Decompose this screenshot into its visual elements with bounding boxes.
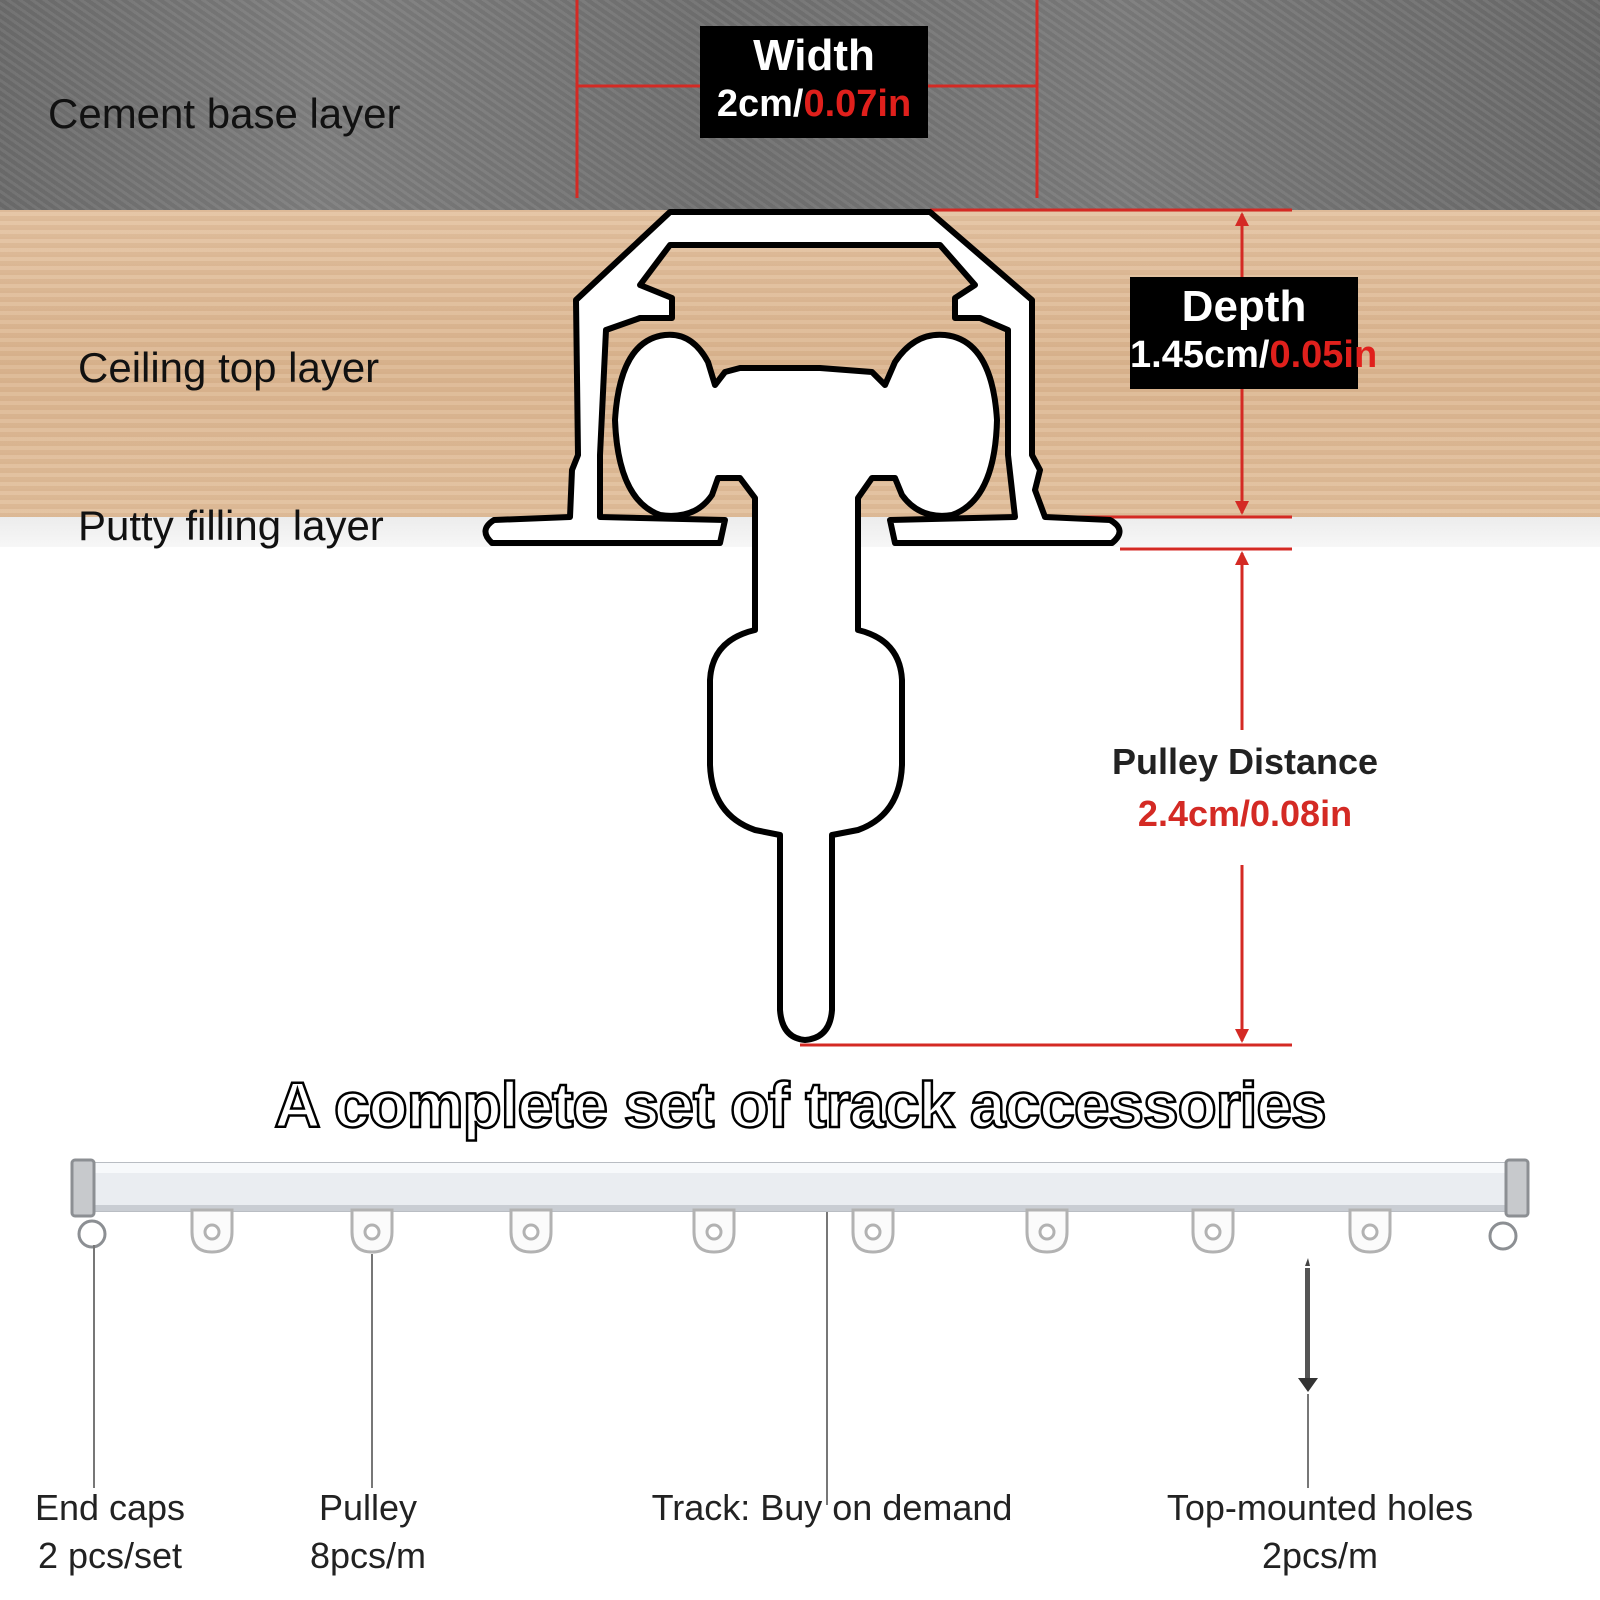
accessory-name: End caps	[34, 1487, 186, 1528]
accessory-callout-lines	[93, 1212, 1309, 1505]
width-value-in: 0.07in	[803, 83, 912, 125]
depth-value: 1.45cm/0.05in	[1130, 333, 1377, 377]
track-rail-icon	[79, 1162, 1521, 1212]
pulley-icon	[190, 1208, 1392, 1254]
depth-value-in: 0.05in	[1269, 334, 1378, 376]
depth-dimension-box: Depth 1.45cm/0.05in	[1130, 277, 1377, 389]
end-cap-icon	[70, 1158, 1530, 1251]
track-profile-icon	[482, 209, 1123, 1043]
cement-layer-label: Cement base layer	[48, 90, 401, 137]
accessory-track: Track: Buy on demand	[612, 1484, 1052, 1532]
width-value-cm: 2cm/	[716, 83, 804, 125]
accessory-name: Top-mounted holes	[1166, 1487, 1474, 1528]
accessory-name: Pulley	[318, 1487, 418, 1528]
pulley-distance-label: Pulley Distance 2.4cm/0.08in	[1090, 740, 1400, 838]
accessory-end-caps: End caps 2 pcs/set	[10, 1484, 210, 1580]
accessory-detail: 2pcs/m	[1261, 1535, 1379, 1576]
accessory-name: Track: Buy on demand	[651, 1487, 1013, 1528]
depth-title: Depth	[1181, 282, 1307, 331]
ceiling-layer-label: Ceiling top layer	[78, 344, 380, 391]
width-title: Width	[753, 31, 875, 80]
accessory-top-mounted-holes: Top-mounted holes 2pcs/m	[1130, 1484, 1510, 1580]
pulley-distance-dimension-lines	[800, 547, 1292, 1047]
screw-icon	[1298, 1258, 1318, 1392]
accessory-detail: 2 pcs/set	[37, 1535, 183, 1576]
width-dimension-box: Width 2cm/0.07in	[700, 26, 928, 138]
accessory-pulley: Pulley 8pcs/m	[268, 1484, 468, 1580]
pulley-distance-value: 2.4cm/0.08in	[1137, 793, 1353, 834]
accessory-detail: 8pcs/m	[309, 1535, 427, 1576]
pulley-distance-title: Pulley Distance	[1111, 741, 1379, 782]
depth-value-cm: 1.45cm/	[1130, 334, 1270, 376]
accessories-heading: A complete set of track accessories	[273, 1068, 1328, 1143]
width-value: 2cm/0.07in	[700, 82, 928, 126]
putty-layer-label: Putty filling layer	[78, 502, 384, 549]
